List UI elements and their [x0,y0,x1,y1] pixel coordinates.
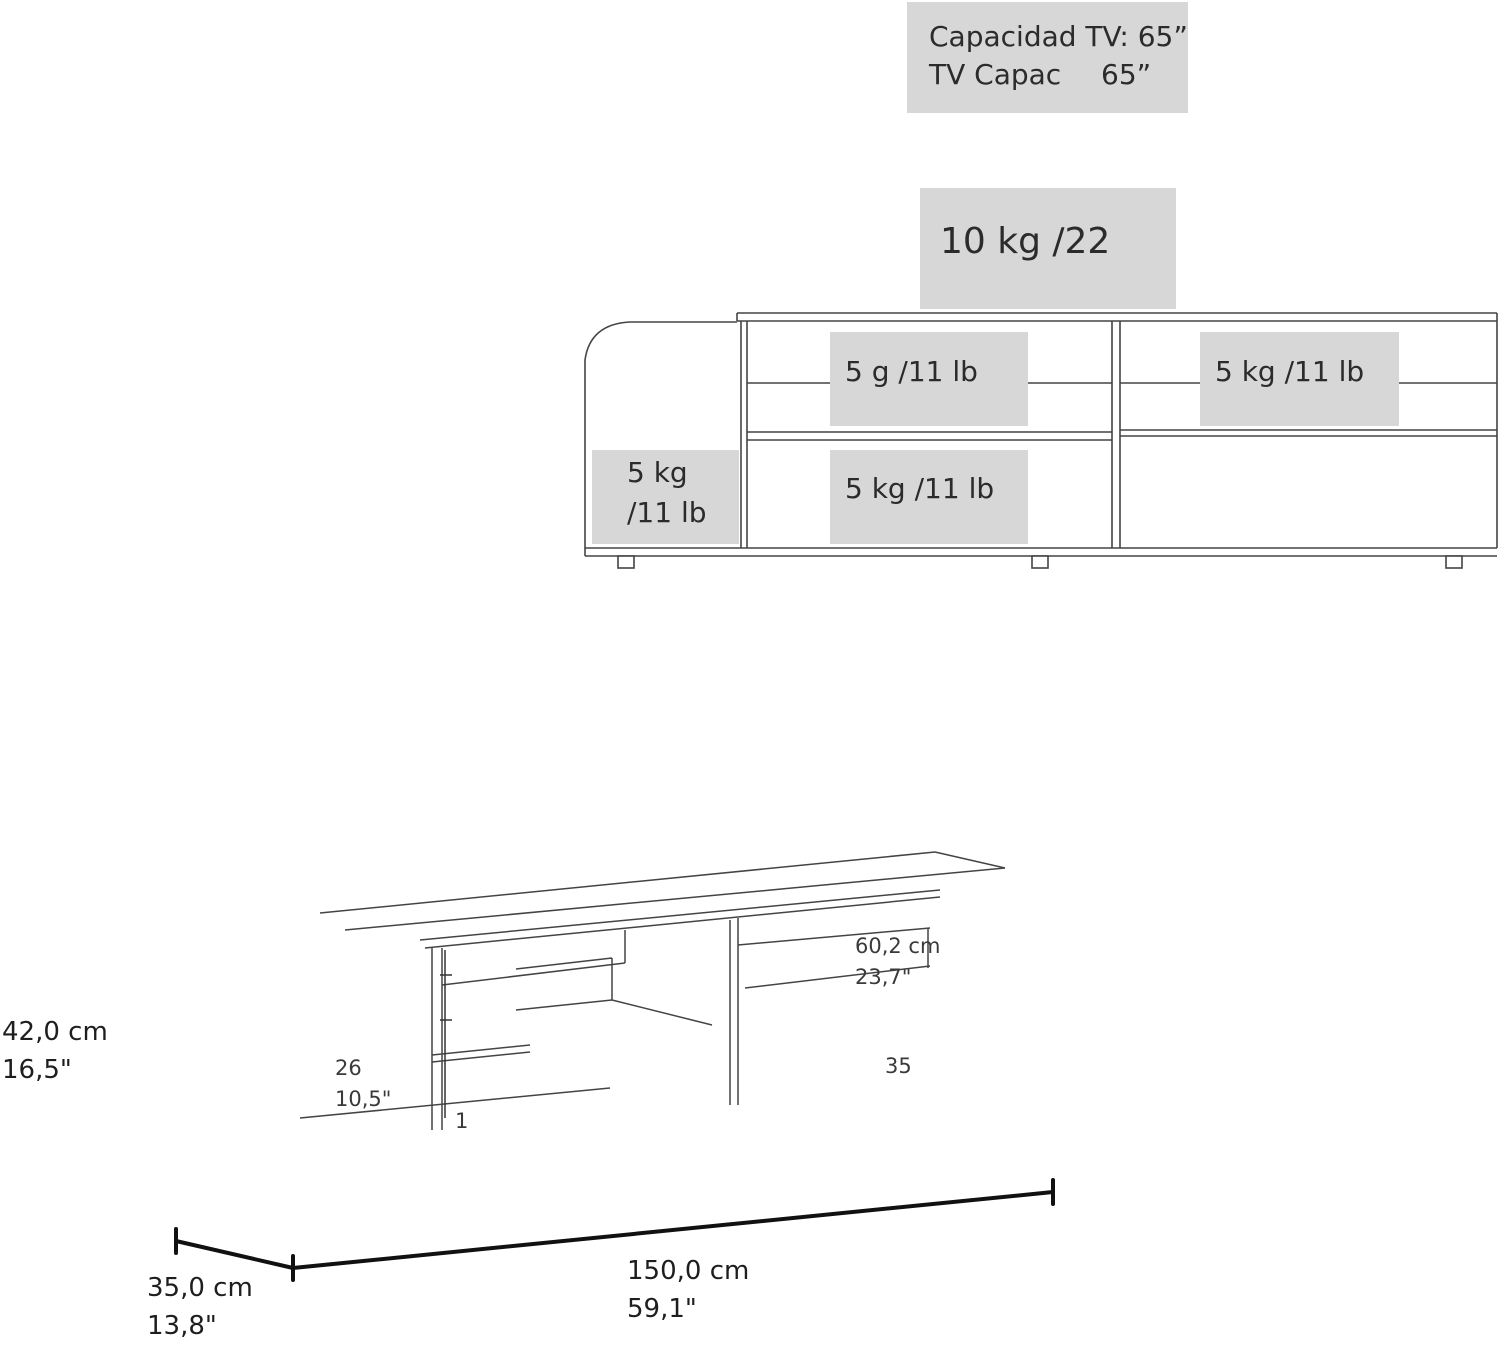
left-compartment-in-label: 10,5" [335,1087,392,1111]
shelf-load-lower-left-line2: /11 lb [627,496,707,529]
partial-right-dimension-label: 35 [885,1054,912,1078]
tv-capacity-line2-value: 65” [1101,58,1152,91]
left-compartment-cm-label: 26 [335,1056,362,1080]
shelf-load-upper-right: 5 kg /11 lb [1200,332,1399,426]
perspective-view-outline [299,851,1006,1130]
front-view-feet [617,555,1463,569]
tv-capacity-line2-label: TV Capac [929,58,1062,91]
shelf-load-lower-left-line1: 5 kg [627,456,688,489]
top-load-label: 10 kg /22 [940,221,1111,262]
width-in-label: 59,1" [627,1294,697,1324]
height-indicator [440,950,452,1118]
shelf-load-upper-right-label: 5 kg /11 lb [1215,355,1365,388]
depth-in-label: 13,8" [147,1311,217,1341]
right-compartment-in-label: 23,7" [855,965,912,989]
dimension-lines [174,1178,1055,1282]
shelf-load-upper-middle: 5 g /11 lb [830,332,1028,426]
depth-dimension-line [174,1239,295,1270]
top-load-box: 10 kg /22 [920,188,1176,309]
width-cm-label: 150,0 cm [627,1256,750,1286]
shelf-load-lower-middle-label: 5 kg /11 lb [845,472,995,505]
partial-small-dimension-label: 1 [455,1109,469,1133]
right-compartment-cm-label: 60,2 cm [855,934,941,958]
tv-capacity-box: Capacidad TV: 65” TV Capac 65” [907,2,1188,113]
shelf-load-upper-middle-label: 5 g /11 lb [845,355,978,388]
depth-cm-label: 35,0 cm [147,1273,253,1303]
height-cm-label: 42,0 cm [2,1017,108,1047]
tv-capacity-line1: Capacidad TV: 65” [929,20,1188,53]
shelf-load-lower-middle: 5 kg /11 lb [830,450,1028,544]
width-dimension-line [291,1190,1055,1270]
shelf-load-lower-left: 5 kg /11 lb [592,450,739,544]
height-in-label: 16,5" [2,1055,72,1085]
